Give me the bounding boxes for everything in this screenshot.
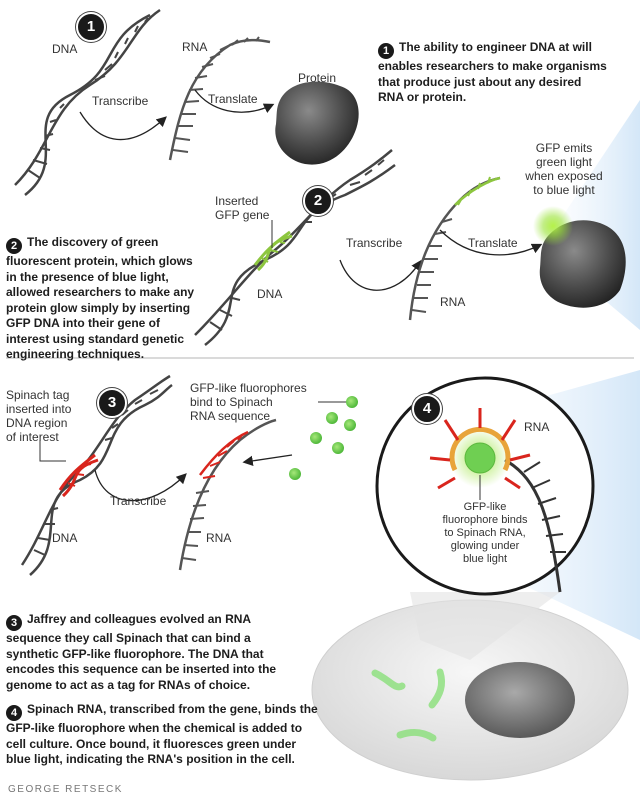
label-gfp-emits: GFP emits green light when exposed to bl… <box>525 141 603 197</box>
fluorophore-arrow-3 <box>242 454 293 466</box>
spinach-tag-leader <box>39 440 66 462</box>
translate-arrow-1 <box>194 89 275 114</box>
artist-credit: GEORGE RETSECK <box>8 784 123 795</box>
label-dna-1: DNA <box>52 42 78 56</box>
spinach-insert-3 <box>58 453 99 498</box>
step-badge-2: 2 <box>303 186 333 216</box>
step-badge-1: 1 <box>76 12 106 42</box>
transcribe-arrow-2 <box>339 259 422 291</box>
paragraph-2-number: 2 <box>6 238 22 254</box>
label-inserted-gfp-gene: Inserted GFP gene <box>215 194 270 222</box>
label-spinach-tag: Spinach tag inserted into DNA region of … <box>6 388 72 444</box>
fluorophore-dots <box>289 396 358 480</box>
step-badge-3: 3 <box>97 388 127 418</box>
label-rna-4: RNA <box>524 420 550 434</box>
rna-strand-2 <box>408 176 501 321</box>
label-transcribe-2: Transcribe <box>346 236 403 250</box>
paragraph-2-text: The discovery of green fluorescent prote… <box>6 235 195 361</box>
transcribe-arrow-3 <box>94 469 187 502</box>
label-translate-1: Translate <box>208 92 258 106</box>
label-transcribe-3: Transcribe <box>110 494 167 508</box>
dna-helix-2 <box>194 149 396 346</box>
dna-helix-3 <box>20 374 173 576</box>
label-protein-1: Protein <box>298 71 337 85</box>
label-translate-2: Translate <box>468 236 518 250</box>
cell <box>311 599 629 781</box>
magnifier-cone <box>410 592 560 660</box>
rna-strand-1 <box>168 36 271 161</box>
rna-strand-3 <box>178 418 277 571</box>
magnifier-circle <box>375 376 595 596</box>
label-dna-2: DNA <box>257 287 283 301</box>
paragraph-1-text: The ability to engineer DNA at will enab… <box>378 40 607 104</box>
label-transcribe-1: Transcribe <box>92 94 149 108</box>
label-rna-3: RNA <box>206 531 232 545</box>
paragraph-3-text: Jaffrey and colleagues evolved an RNA se… <box>6 612 277 692</box>
step-badge-4: 4 <box>412 394 442 424</box>
label-rna-1: RNA <box>182 40 208 54</box>
paragraph-4-number: 4 <box>6 705 22 721</box>
label-dna-3: DNA <box>52 531 78 545</box>
translate-arrow-2 <box>439 229 543 256</box>
gfp-glow-spot <box>533 206 573 246</box>
glowing-rna-in-cell <box>371 668 446 742</box>
label-gfp-like-bind: GFP-like fluorophores bind to Spinach RN… <box>190 381 307 423</box>
transcribe-arrow-1 <box>79 111 167 141</box>
paragraph-3-number: 3 <box>6 615 22 631</box>
gfp-insert-2 <box>253 230 293 272</box>
label-rna-2: RNA <box>440 295 466 309</box>
label-fluorophore-binds: GFP-like fluorophore binds to Spinach RN… <box>442 501 528 565</box>
paragraph-4-text: Spinach RNA, transcribed from the gene, … <box>6 702 318 766</box>
protein-blob-1 <box>275 81 359 165</box>
paragraph-1-number: 1 <box>378 43 394 59</box>
dna-helix-1 <box>14 8 161 196</box>
cell-nucleus <box>465 662 575 738</box>
